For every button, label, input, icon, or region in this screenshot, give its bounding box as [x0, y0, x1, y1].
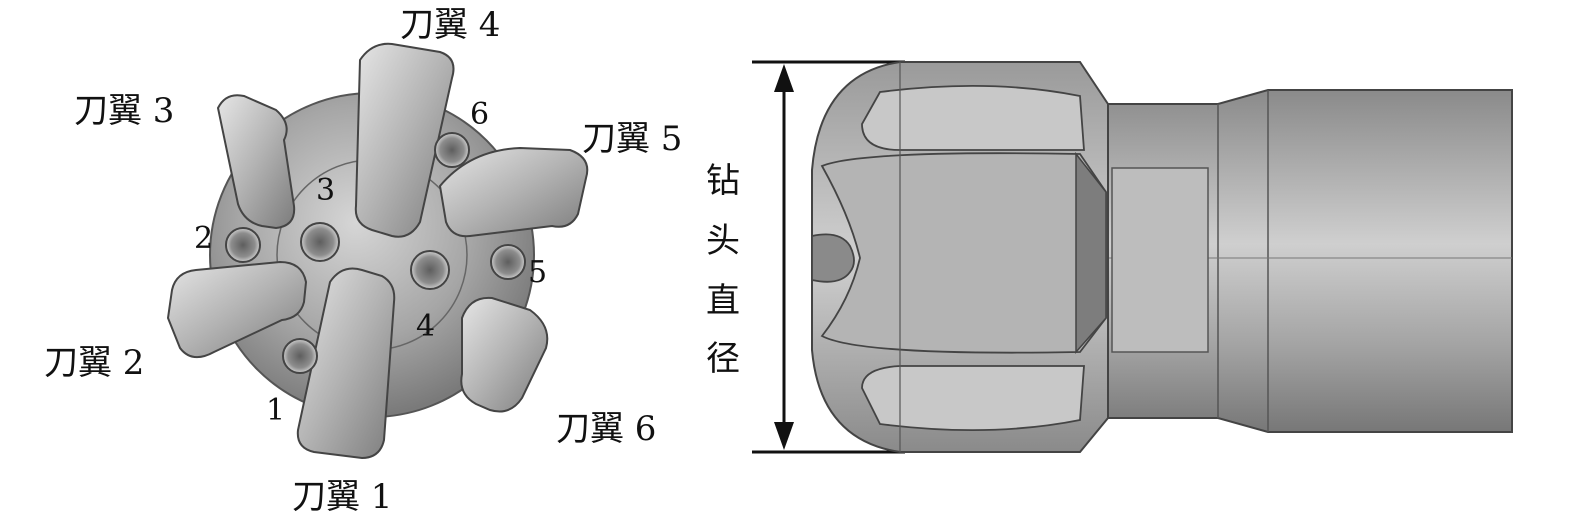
blade-label-5: 刀翼 5 [582, 119, 682, 159]
diameter-arrow-bottom [774, 422, 794, 450]
nozzle-label-1: 1 [266, 393, 285, 428]
nozzle-3 [300, 222, 340, 262]
blade-label-4: 刀翼 4 [400, 5, 500, 45]
side-blade-mid [820, 152, 1107, 354]
side-flat-face [1075, 151, 1107, 354]
bit-face-view: 刀翼 4 刀翼 3 刀翼 5 刀翼 2 刀翼 6 刀翼 1 1 2 3 4 5 … [44, 5, 682, 517]
diameter-label-char-2: 头 [706, 221, 740, 261]
blade-3-shape [216, 94, 296, 230]
nozzle-2 [225, 227, 261, 263]
side-center-notch [811, 233, 855, 283]
nozzle-label-2: 2 [194, 221, 213, 256]
nozzle-5 [490, 244, 526, 280]
blade-label-1: 刀翼 1 [292, 477, 392, 517]
blade-5-shape [438, 146, 589, 238]
diameter-label-char-4: 径 [706, 339, 740, 379]
nozzle-label-5: 5 [528, 255, 547, 290]
nozzle-label-4: 4 [416, 309, 435, 344]
shank-flat [1111, 167, 1209, 353]
blade-label-6: 刀翼 6 [556, 409, 656, 449]
shank [1107, 89, 1513, 433]
bit-side-view: 钻 头 直 径 [706, 60, 1513, 454]
nozzle-label-6: 6 [470, 97, 489, 132]
blade-4-shape [354, 42, 455, 238]
side-blade-upper [861, 85, 1085, 151]
nozzle-6 [434, 132, 470, 168]
nozzle-label-3: 3 [316, 173, 335, 208]
nozzle-1 [282, 338, 318, 374]
blade-2-shape [166, 260, 308, 359]
diameter-arrow-top [774, 64, 794, 92]
blade-6-shape [460, 296, 549, 413]
blade-label-2: 刀翼 2 [44, 343, 144, 383]
diameter-label-char-3: 直 [706, 281, 740, 321]
blade-label-3: 刀翼 3 [74, 91, 174, 131]
nozzle-4 [410, 250, 450, 290]
diameter-label-char-1: 钻 [706, 161, 740, 201]
side-blade-lower [861, 365, 1085, 431]
blade-1-shape [296, 267, 396, 460]
